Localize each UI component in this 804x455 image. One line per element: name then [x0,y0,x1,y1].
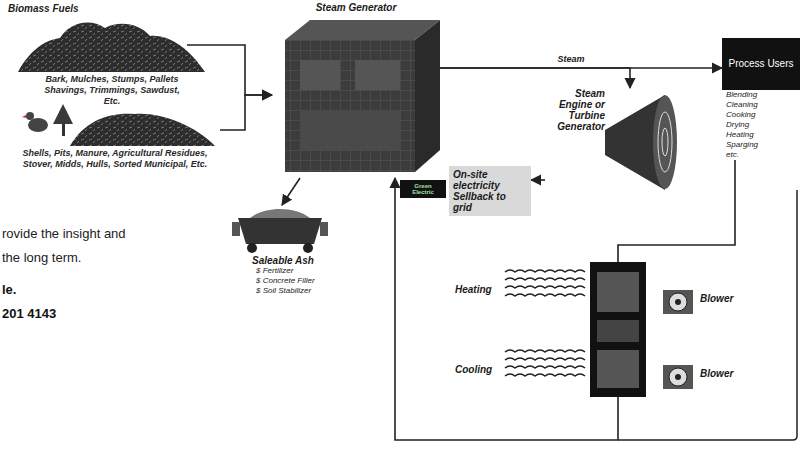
node-text: Cooking [722,110,800,120]
node-title: On-site electricity Sellback to grid [453,169,527,213]
steam-generator: Steam Generator [272,2,440,178]
flow-arrow [531,179,545,181]
node-text: Blending [722,90,800,100]
node-text: etc. [722,150,800,160]
cut-text: 201 4143 [2,306,56,321]
air-wave [505,366,585,368]
air-wave [505,294,585,296]
flow-arrow [618,160,735,262]
air-wave [505,358,585,360]
wood-pile [18,23,205,72]
blower: Blower [662,368,752,379]
fuel-group: Bark, Mulches, Stumps, Pallets Shavings,… [37,18,187,107]
ash-illustration [232,209,328,253]
edge-label: Steam [555,54,586,64]
node-title: Saleable Ash [252,255,333,266]
node-title: Steam Engine or Turbine Generator [545,88,605,132]
air-wave [505,374,585,376]
saleable-ash: Saleable Ash$ Fertilizer$ Concrete Fille… [228,205,333,296]
node-title: Green Electric [404,183,442,195]
steam-generator-illustration [285,20,440,172]
node-title: Heating [455,284,492,295]
air-handler-illustration [505,262,646,397]
turbine-generator: Steam Engine or Turbine Generator [545,88,670,190]
air-wave [505,270,585,272]
electricity-note: On-site electricity Sellback to grid [449,166,531,216]
air-wave [505,278,585,280]
node-text: Drying [722,120,800,130]
frame-line [618,190,797,440]
fuel-group: Shells, Pits, Manure, Agricultural Resid… [10,108,220,170]
cut-text: rovide the insight and [2,226,126,241]
process-users: Process UsersBlendingCleaningCookingDryi… [722,38,800,160]
farm-icons [22,104,73,136]
flow-arrow [187,45,272,95]
node-text: Cleaning [722,100,800,110]
group-heading: Biomass Fuels [8,3,79,14]
node-title: Steam Generator [272,2,440,13]
node-title: Shells, Pits, Manure, Agricultural Resid… [10,148,220,170]
blower-icons [663,290,693,389]
flow-arrow [282,178,300,205]
blower: Blower [662,293,752,304]
node-title: Blower [700,368,752,379]
turbine-illustration [605,95,677,190]
air-wave [505,350,585,352]
air-wave [505,286,585,288]
node-text: Cooling [455,364,492,375]
node-text: $ Soil Stabilizer [252,286,333,296]
flow-arrow [440,68,630,88]
node-text: Sparging [722,140,800,150]
cut-text: the long term. [2,250,82,265]
green-electric-box: Green Electric [400,180,446,198]
node-title: Bark, Mulches, Stumps, Pallets Shavings,… [37,74,187,107]
node-text: Heating [722,130,800,140]
node-title: Blower [700,293,752,304]
air-handler: HeatingCooling [455,262,650,397]
flow-arrow [220,95,272,130]
flow-arrow [395,178,618,440]
node-title: Process Users [722,38,800,90]
residue-pile [70,114,215,146]
node-text: $ Fertilizer [252,266,333,276]
node-text: $ Concrete Filler [252,276,333,286]
cut-text: le. [2,282,16,297]
